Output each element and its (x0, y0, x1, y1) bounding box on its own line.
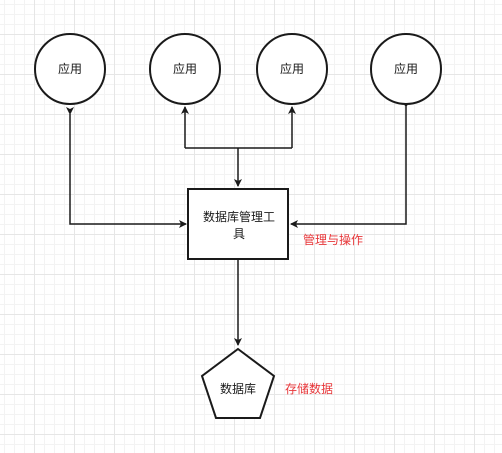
db-tool-node[interactable]: 数据库管理工 具 (187, 188, 289, 260)
database-label: 数据库 (220, 381, 256, 396)
app-node-4-label: 应用 (394, 61, 418, 76)
manage-annotation: 管理与操作 (303, 232, 363, 247)
db-tool-label-line1: 数据库管理工 (203, 209, 275, 224)
db-tool-label-line2: 具 (233, 227, 245, 241)
database-node[interactable]: 数据库 (200, 347, 276, 419)
app-node-4[interactable]: 应用 (370, 33, 442, 105)
app-node-3-label: 应用 (280, 61, 304, 76)
app-node-2[interactable]: 应用 (149, 33, 221, 105)
connector-app4-tool (290, 100, 410, 228)
storage-annotation: 存储数据 (285, 381, 333, 396)
connector-app1-tool (66, 107, 187, 228)
app-node-3[interactable]: 应用 (256, 33, 328, 105)
app-node-1[interactable]: 应用 (34, 33, 106, 105)
app-node-1-label: 应用 (58, 61, 82, 76)
app-node-2-label: 应用 (173, 61, 197, 76)
